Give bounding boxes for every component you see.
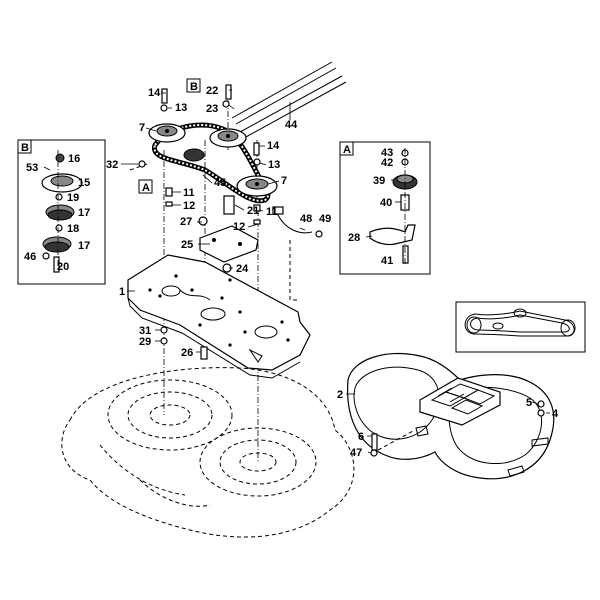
callout-49: 49 <box>319 213 331 225</box>
callout-29: 29 <box>139 336 151 348</box>
callout-44: 44 <box>285 119 298 131</box>
callout-17-top: 17 <box>78 207 90 219</box>
pulley-left <box>148 123 186 143</box>
callout-21: 21 <box>247 205 259 217</box>
pulley-small <box>183 148 205 162</box>
idler-bracket <box>199 225 259 263</box>
callout-5: 5 <box>526 397 532 409</box>
callout-11-left: 11 <box>183 187 195 199</box>
callout-14-top: 14 <box>148 87 161 99</box>
leader-lines <box>121 89 306 353</box>
callout-15: 15 <box>78 177 90 189</box>
callout-27: 27 <box>180 216 192 228</box>
pulley-right <box>236 175 278 197</box>
mower-deck-outline <box>61 367 355 538</box>
deck-cover <box>347 352 555 480</box>
cable-assembly <box>272 206 323 238</box>
callout-22: 22 <box>206 85 218 97</box>
callout-7-right: 7 <box>281 175 287 187</box>
callout-20: 20 <box>57 261 69 273</box>
mounting-plate <box>127 254 311 379</box>
callout-31: 31 <box>139 325 151 337</box>
callout-16: 16 <box>68 153 80 165</box>
long-drive-belt <box>231 61 347 139</box>
callout-23: 23 <box>206 103 218 115</box>
callout-19: 19 <box>67 192 79 204</box>
callout-41: 41 <box>381 255 393 267</box>
callout-4: 4 <box>552 408 559 420</box>
callout-48: 48 <box>300 213 312 225</box>
pulley-center <box>209 128 247 148</box>
detail-box-a <box>339 141 431 275</box>
detail-box-b <box>17 139 106 285</box>
callout-47: 47 <box>350 447 362 459</box>
callout-24: 24 <box>236 263 249 275</box>
detail-reference-labels: B A B A <box>21 78 351 194</box>
callout-28: 28 <box>348 232 360 244</box>
belt-routing-diagram <box>455 301 586 353</box>
callout-18: 18 <box>67 223 79 235</box>
detail-ref-b: B <box>190 81 198 93</box>
callout-45: 45 <box>214 177 226 189</box>
callout-6: 6 <box>358 431 364 443</box>
callout-11-right: 11 <box>266 206 278 218</box>
callout-13-right: 13 <box>268 159 280 171</box>
callout-2: 2 <box>337 389 343 401</box>
callout-12-right: 12 <box>233 221 245 233</box>
callout-39: 39 <box>373 175 385 187</box>
detail-ref-a: A <box>142 182 150 194</box>
callout-42: 42 <box>381 157 393 169</box>
callout-25: 25 <box>181 239 193 251</box>
callout-43: 43 <box>381 147 393 159</box>
callout-26: 26 <box>181 347 193 359</box>
callout-13-top: 13 <box>175 102 187 114</box>
callout-46: 46 <box>24 251 36 263</box>
callout-32: 32 <box>106 159 118 171</box>
callout-labels: 14 13 7 32 45 11 12 22 23 44 14 13 7 21 … <box>24 85 559 459</box>
callout-12-left: 12 <box>183 200 195 212</box>
callout-17-bottom: 17 <box>78 240 90 252</box>
deck-cover-hardware <box>346 393 550 457</box>
detail-box-b-title: B <box>21 142 29 154</box>
detail-box-a-title: A <box>343 144 351 156</box>
callout-40: 40 <box>380 197 392 209</box>
callout-53: 53 <box>26 162 38 174</box>
callout-14-right: 14 <box>267 140 280 152</box>
callout-1: 1 <box>119 286 125 298</box>
callout-7-left: 7 <box>139 122 145 134</box>
